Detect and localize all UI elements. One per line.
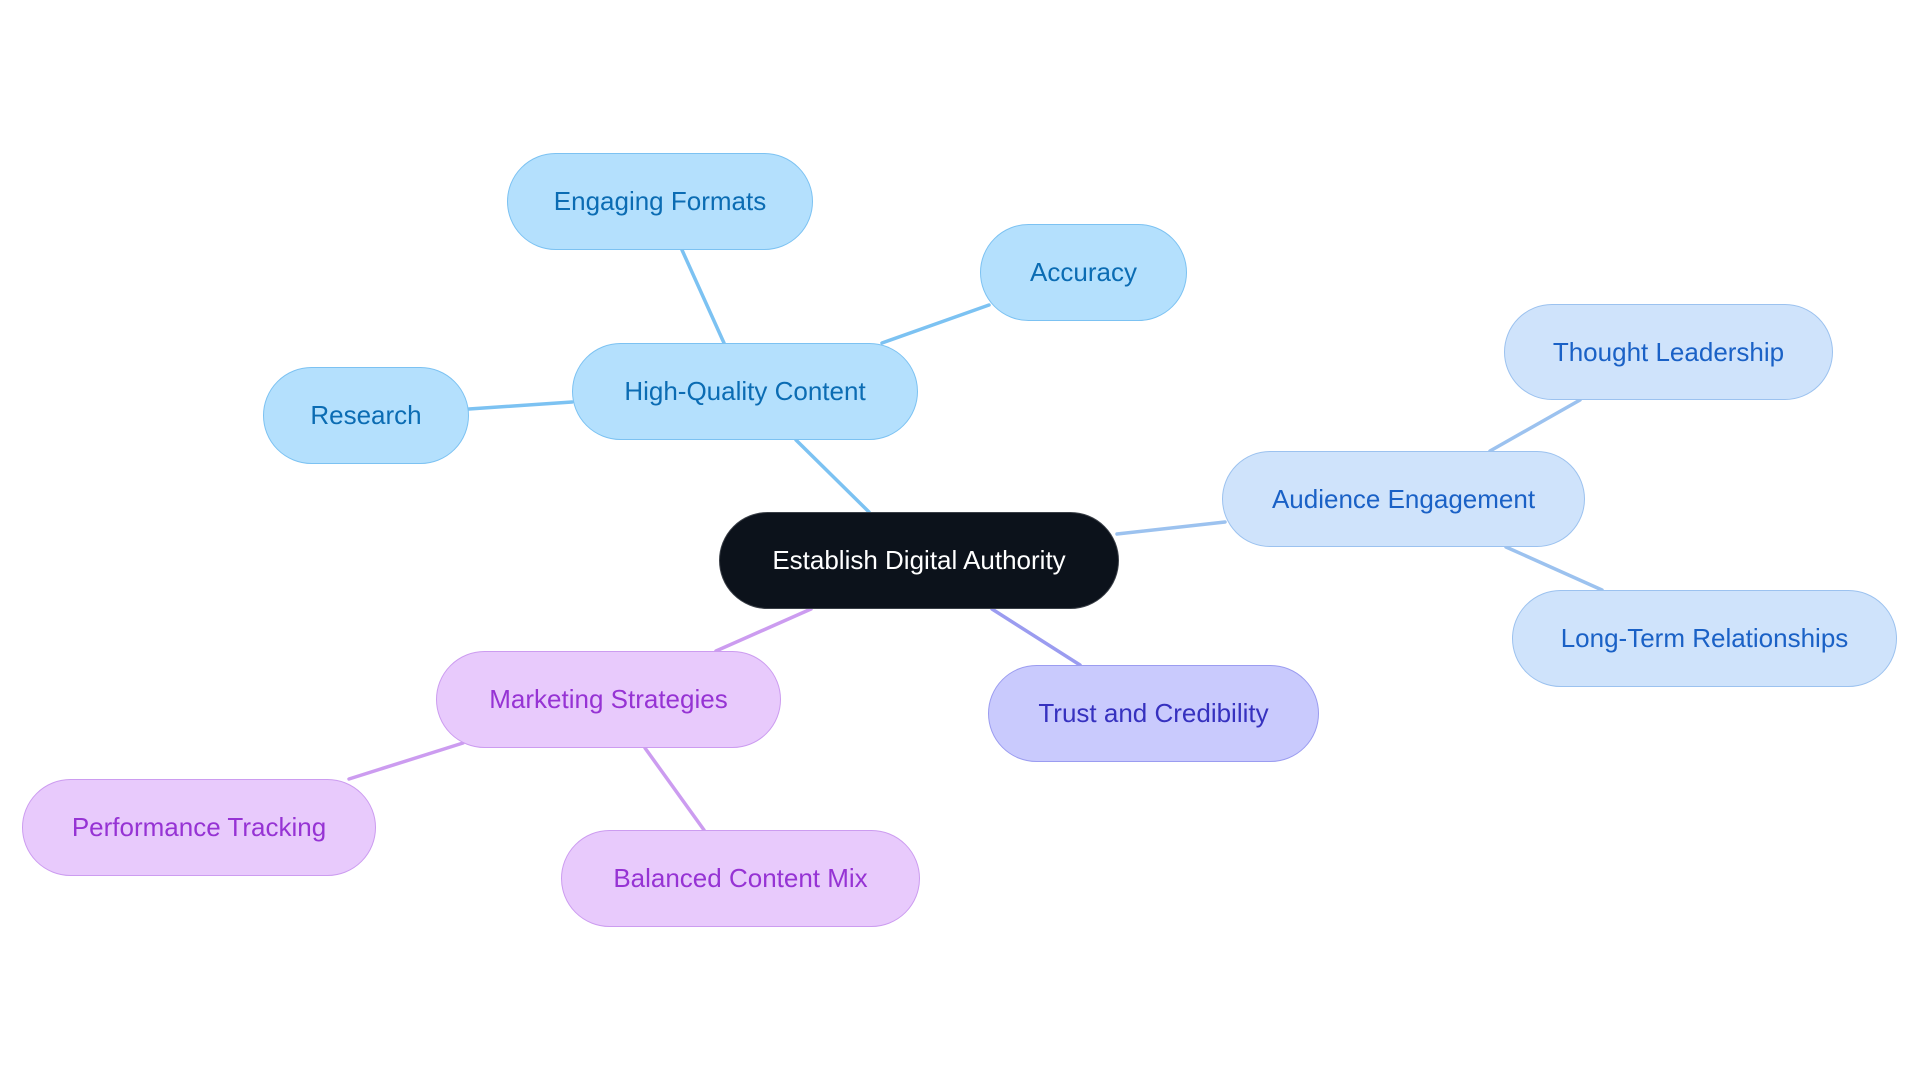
edge-marketing-balanced [643,746,706,832]
node-long-term-relationships[interactable]: Long-Term Relationships [1512,590,1897,687]
edge-content-engaging [680,248,726,345]
edge-root-engagement [1115,520,1227,536]
node-label: Research [310,400,422,430]
node-label: Thought Leadership [1552,336,1785,367]
edge-engagement-longterm [1504,545,1604,592]
node-label: Accuracy [1030,257,1137,287]
node-label: Balanced Content Mix [613,863,868,893]
node-engaging-formats[interactable]: Engaging Formats [507,153,813,250]
root-label: Establish Digital Authority [772,545,1066,575]
node-label: Performance Tracking [71,812,327,842]
edge-content-accuracy [880,303,991,345]
edge-root-marketing [714,607,813,653]
node-performance-tracking[interactable]: Performance Tracking [22,779,376,876]
edge-marketing-performance [347,741,465,781]
node-label: Audience Engagement [1271,483,1536,514]
node-label: Long-Term Relationships [1560,623,1849,653]
edge-root-content [794,438,871,514]
node-balanced-content-mix[interactable]: Balanced Content Mix [561,830,920,927]
node-label: High-Quality Content [624,376,866,406]
node-thought-leadership[interactable]: Thought Leadership [1504,304,1833,400]
node-marketing-strategies[interactable]: Marketing Strategies [436,651,781,748]
node-research[interactable]: Research [263,367,469,464]
node-label: Engaging Formats [553,186,767,216]
node-trust-and-credibility[interactable]: Trust and Credibility [988,665,1319,762]
root-node[interactable]: Establish Digital Authority [719,512,1119,609]
edge-engagement-thought [1488,398,1582,453]
node-label: Trust and Credibility [1038,698,1269,728]
node-audience-engagement[interactable]: Audience Engagement [1222,451,1585,547]
edge-content-research [467,400,574,411]
node-label: Marketing Strategies [489,684,728,714]
edge-root-trust [990,607,1082,667]
node-high-quality-content[interactable]: High-Quality Content [572,343,918,440]
node-accuracy[interactable]: Accuracy [980,224,1187,321]
